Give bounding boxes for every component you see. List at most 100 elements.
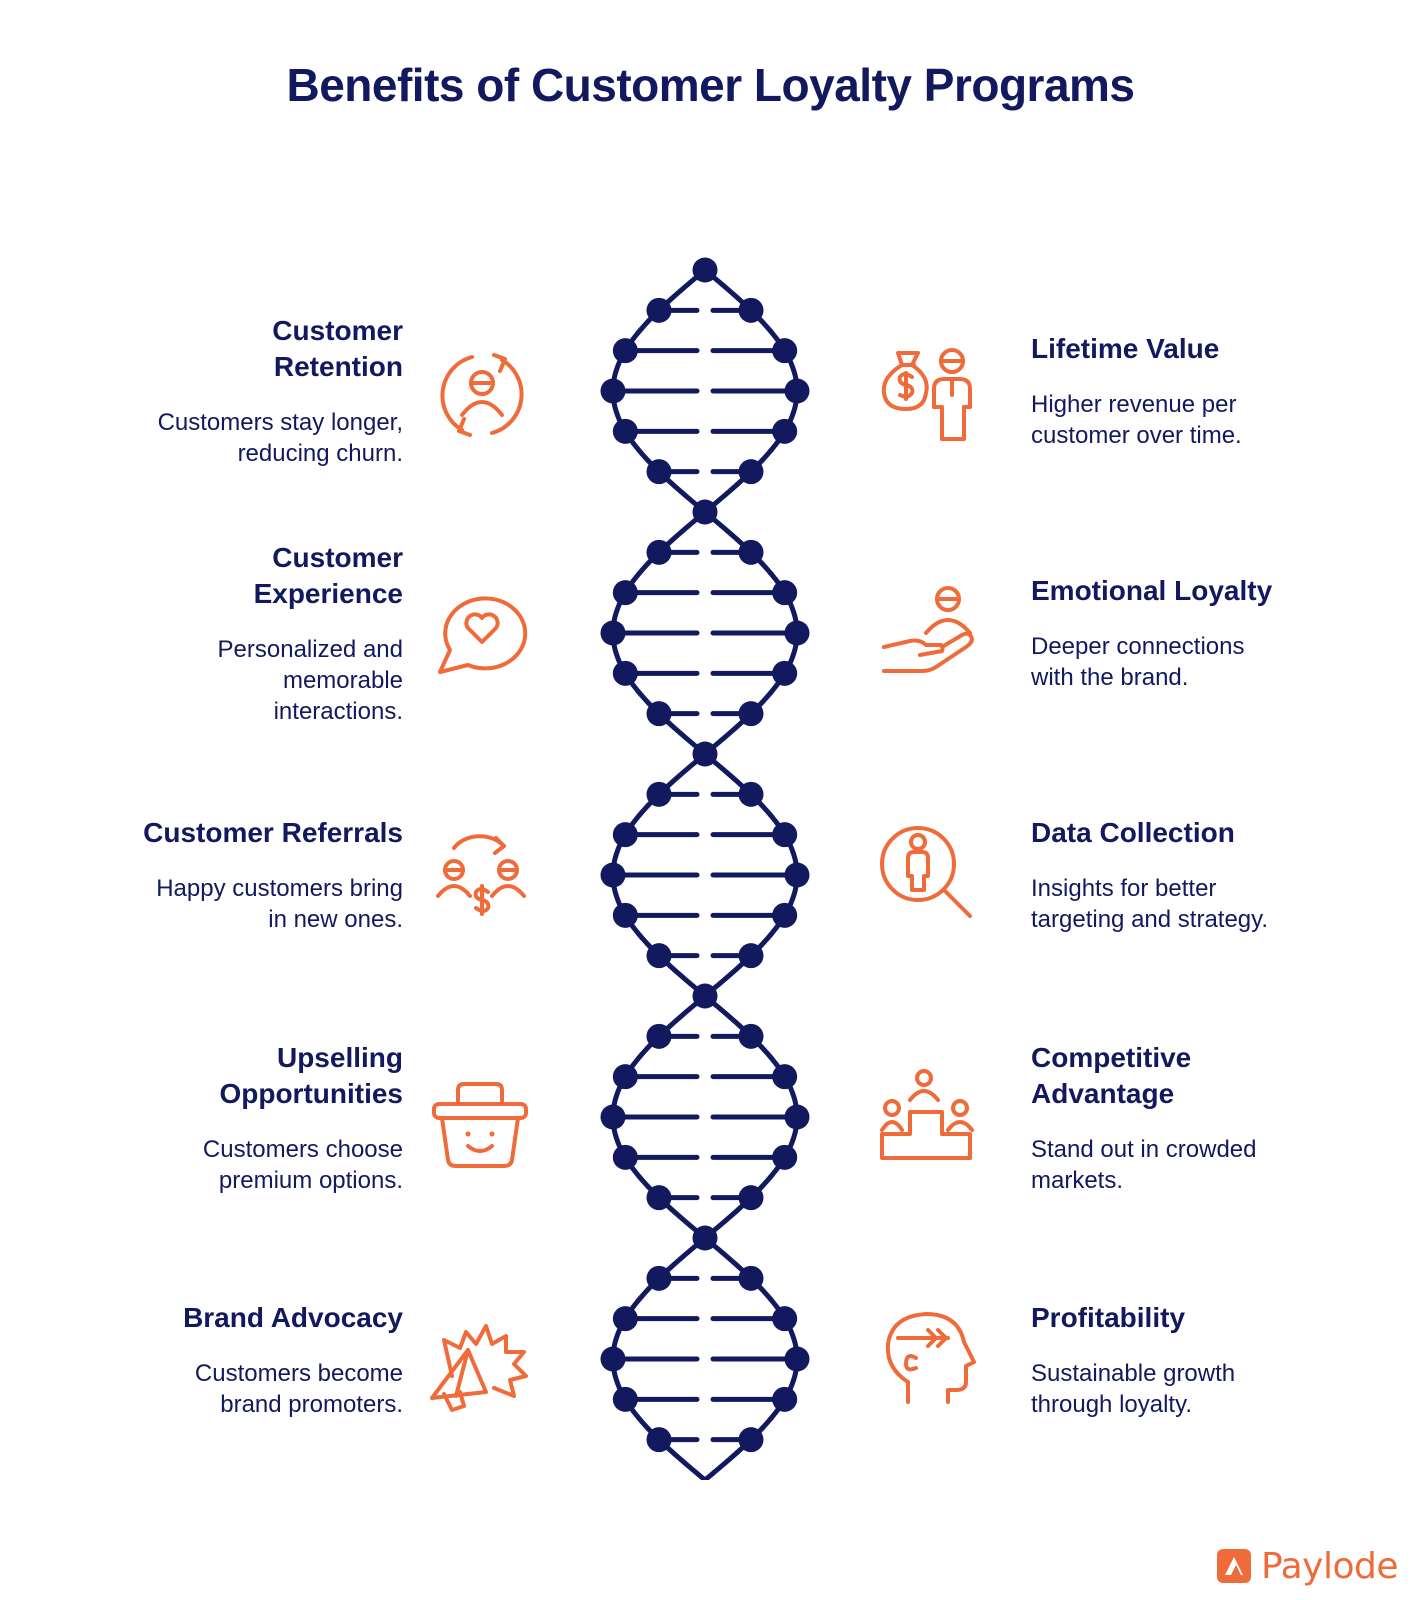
benefit-title: Customer Referrals bbox=[143, 817, 403, 848]
helix-node bbox=[784, 1104, 810, 1130]
benefit-title: Lifetime Value bbox=[1031, 333, 1220, 364]
helix-node bbox=[772, 902, 798, 928]
benefit-customer-experience: Customer Experience Personalized and mem… bbox=[218, 540, 403, 727]
helix-node bbox=[600, 1104, 626, 1130]
benefit-description: Stand out in crowded markets. bbox=[1031, 1136, 1257, 1194]
benefit-customer-referrals: Customer Referrals Happy customers bring… bbox=[143, 815, 403, 935]
customer-retention-icon bbox=[432, 345, 532, 445]
benefit-description: Deeper connections with the brand. bbox=[1031, 633, 1245, 691]
helix-node bbox=[646, 701, 672, 727]
helix-node bbox=[646, 943, 672, 969]
helix-node bbox=[772, 1306, 798, 1332]
helix-node bbox=[612, 1306, 638, 1332]
benefit-description: Customers stay longer, reducing churn. bbox=[157, 409, 403, 467]
magnifier-person-icon bbox=[880, 822, 980, 922]
benefit-description: Personalized and memorable interactions. bbox=[217, 636, 403, 725]
benefit-profitability: Profitability Sustainable growth through… bbox=[1031, 1300, 1235, 1420]
helix-node bbox=[646, 1185, 672, 1211]
benefit-title: Brand Advocacy bbox=[183, 1302, 403, 1333]
benefit-data-collection: Data Collection Insights for better targ… bbox=[1031, 815, 1268, 935]
head-growth-icon bbox=[882, 1310, 982, 1410]
helix-node bbox=[600, 620, 626, 646]
benefit-description: Sustainable growth through loyalty. bbox=[1031, 1360, 1236, 1418]
benefit-competitive-advantage: Competitive Advantage Stand out in crowd… bbox=[1031, 1040, 1256, 1196]
benefit-description: Higher revenue per customer over time. bbox=[1031, 391, 1242, 449]
helix-node bbox=[738, 1185, 764, 1211]
brand-logo: Paylode bbox=[1217, 1545, 1398, 1587]
benefit-lifetime-value: Lifetime Value Higher revenue per custom… bbox=[1031, 331, 1242, 451]
helix-node bbox=[772, 1144, 798, 1170]
benefit-customer-retention: Customer Retention Customers stay longer… bbox=[158, 313, 403, 469]
helix-node bbox=[772, 338, 798, 364]
benefit-description: Customers become brand promoters. bbox=[194, 1360, 403, 1418]
dna-helix-icon bbox=[600, 257, 810, 1480]
helix-node bbox=[600, 378, 626, 404]
benefit-upselling-opportunities: Upselling Opportunities Customers choose… bbox=[203, 1040, 403, 1196]
helix-node bbox=[692, 257, 718, 283]
helix-node bbox=[738, 459, 764, 485]
megaphone-icon bbox=[430, 1318, 530, 1418]
helix-node bbox=[772, 1386, 798, 1412]
benefit-title: Upselling Opportunities bbox=[219, 1042, 403, 1109]
benefit-title: Customer Retention bbox=[272, 315, 403, 382]
helix-node bbox=[784, 862, 810, 888]
helix-node bbox=[772, 822, 798, 848]
helix-node bbox=[772, 418, 798, 444]
helix-node bbox=[738, 1427, 764, 1453]
helix-node bbox=[612, 580, 638, 606]
helix-node bbox=[784, 1346, 810, 1372]
benefit-description: Happy customers bring in new ones. bbox=[156, 875, 403, 933]
paylode-logo-icon bbox=[1217, 1549, 1251, 1583]
helix-node bbox=[784, 620, 810, 646]
helix-node bbox=[612, 1386, 638, 1412]
benefit-title: Customer Experience bbox=[253, 542, 403, 609]
benefit-brand-advocacy: Brand Advocacy Customers become brand pr… bbox=[183, 1300, 403, 1420]
helix-node bbox=[772, 660, 798, 686]
benefit-emotional-loyalty: Emotional Loyalty Deeper connections wit… bbox=[1031, 573, 1272, 693]
helix-node bbox=[612, 660, 638, 686]
benefit-title: Data Collection bbox=[1031, 817, 1235, 848]
shopping-basket-icon bbox=[430, 1078, 530, 1178]
helix-node bbox=[612, 1064, 638, 1090]
chat-heart-icon bbox=[432, 590, 532, 690]
helix-node bbox=[772, 580, 798, 606]
hand-person-icon bbox=[880, 585, 980, 685]
helix-node bbox=[612, 1144, 638, 1170]
helix-node bbox=[738, 539, 764, 565]
benefit-title: Competitive Advantage bbox=[1031, 1042, 1192, 1109]
podium-icon bbox=[880, 1068, 980, 1168]
helix-node bbox=[738, 1265, 764, 1291]
money-bag-person-icon bbox=[880, 345, 980, 445]
helix-node bbox=[692, 741, 718, 767]
helix-node bbox=[646, 1265, 672, 1291]
referral-icon bbox=[432, 830, 532, 930]
helix-node bbox=[612, 902, 638, 928]
helix-node bbox=[692, 499, 718, 525]
helix-node bbox=[600, 862, 626, 888]
helix-node bbox=[646, 781, 672, 807]
helix-node bbox=[646, 1427, 672, 1453]
helix-node bbox=[646, 297, 672, 323]
helix-node bbox=[784, 378, 810, 404]
helix-node bbox=[772, 1064, 798, 1090]
brand-name: Paylode bbox=[1261, 1545, 1398, 1587]
helix-node bbox=[738, 943, 764, 969]
helix-node bbox=[646, 1023, 672, 1049]
helix-node bbox=[738, 297, 764, 323]
helix-node bbox=[612, 822, 638, 848]
page-title: Benefits of Customer Loyalty Programs bbox=[286, 59, 1135, 111]
helix-node bbox=[692, 983, 718, 1009]
benefit-title: Emotional Loyalty bbox=[1031, 575, 1273, 606]
helix-node bbox=[646, 459, 672, 485]
helix-node bbox=[600, 1346, 626, 1372]
helix-node bbox=[738, 781, 764, 807]
benefit-description: Insights for better targeting and strate… bbox=[1031, 875, 1269, 933]
helix-node bbox=[612, 418, 638, 444]
helix-node bbox=[738, 701, 764, 727]
helix-node bbox=[612, 338, 638, 364]
benefit-title: Profitability bbox=[1031, 1302, 1186, 1333]
helix-node bbox=[738, 1023, 764, 1049]
benefit-description: Customers choose premium options. bbox=[202, 1136, 403, 1194]
helix-node bbox=[692, 1225, 718, 1251]
helix-node bbox=[646, 539, 672, 565]
